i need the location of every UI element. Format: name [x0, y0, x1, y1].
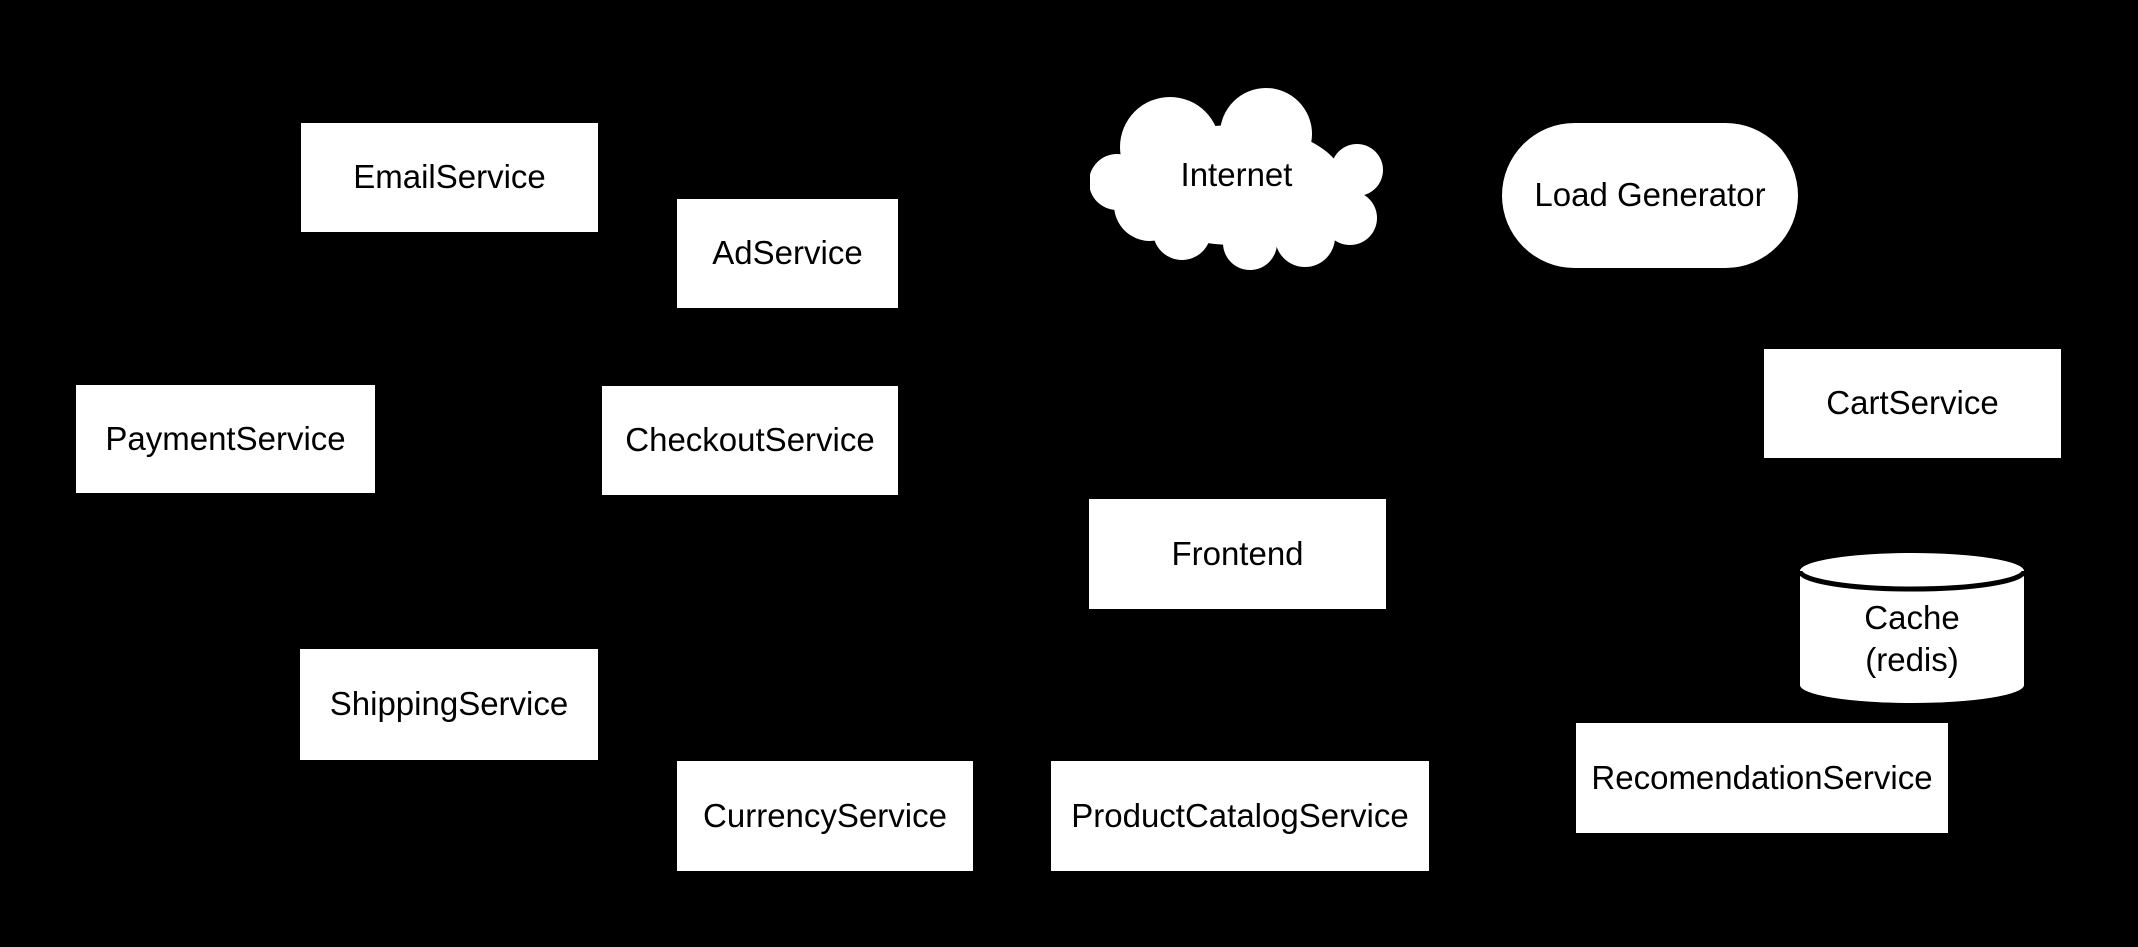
node-checkout-service: CheckoutService	[602, 386, 898, 495]
node-ad-service: AdService	[677, 199, 898, 308]
node-recommendation-service: RecomendationService	[1576, 723, 1948, 833]
node-frontend: Frontend	[1089, 499, 1386, 609]
node-cache-redis-label-line1: Cache	[1864, 598, 1960, 636]
node-internet: Internet	[1090, 88, 1383, 270]
node-ad-service-label: AdService	[712, 234, 863, 272]
node-currency-service: CurrencyService	[677, 761, 973, 871]
node-email-service-label: EmailService	[353, 158, 546, 196]
node-load-generator-label: Load Generator	[1534, 176, 1766, 214]
cloud-icon	[1090, 88, 1383, 270]
node-cache-redis-label-line2: (redis)	[1865, 641, 1959, 678]
node-product-catalog-service: ProductCatalogService	[1051, 761, 1429, 871]
node-frontend-label: Frontend	[1171, 534, 1304, 572]
node-shipping-service-label: ShippingService	[329, 685, 569, 723]
node-internet-label: Internet	[1180, 155, 1293, 193]
database-cylinder-icon	[1800, 553, 2024, 703]
node-currency-service-label: CurrencyService	[703, 796, 947, 834]
node-load-generator: Load Generator	[1502, 123, 1798, 268]
node-shipping-service: ShippingService	[300, 649, 598, 760]
node-cart-service: CartService	[1764, 349, 2061, 458]
node-cache-redis: Cache (redis)	[1800, 553, 2024, 703]
node-email-service: EmailService	[301, 123, 598, 232]
node-payment-service-label: PaymentService	[105, 419, 346, 457]
node-recommendation-service-label: RecomendationService	[1591, 758, 1933, 796]
node-payment-service: PaymentService	[76, 385, 375, 493]
node-product-catalog-service-label: ProductCatalogService	[1071, 796, 1409, 834]
node-cart-service-label: CartService	[1826, 384, 1999, 422]
node-checkout-service-label: CheckoutService	[625, 421, 875, 459]
